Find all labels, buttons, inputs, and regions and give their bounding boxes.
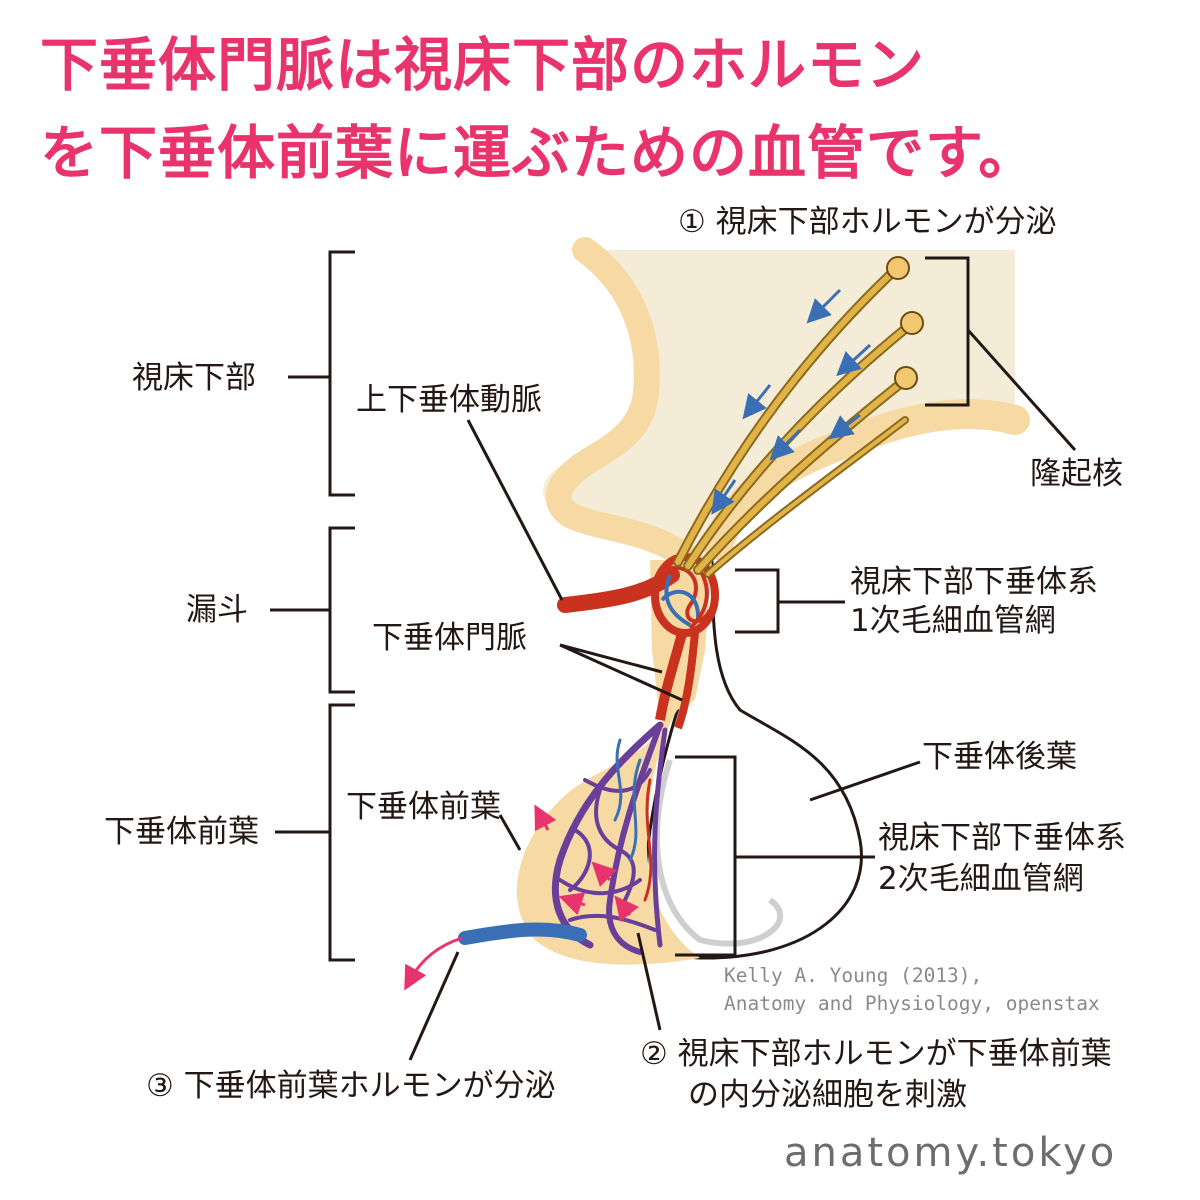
hormone-release-arrows	[534, 804, 639, 922]
primary-plexus-label-1: 視床下部下垂体系	[850, 564, 1098, 600]
site-watermark: anatomy.tokyo	[784, 1130, 1118, 1176]
primary-plexus-label-2: 1次毛細血管網	[850, 603, 1056, 639]
hypophyseal-vein	[458, 922, 587, 945]
infundibulum-label: 漏斗	[186, 592, 248, 628]
hypothalamus-outer-band	[545, 237, 703, 573]
portal-vein-2	[674, 631, 699, 730]
secondary-plexus-label-1: 視床下部下垂体系	[878, 820, 1126, 856]
credit-line-2: Anatomy and Physiology, openstax	[724, 992, 1100, 1015]
superior-artery-label: 上下垂体動脈	[356, 382, 542, 418]
step2-label-1: ② 視床下部ホルモンが下垂体前葉	[640, 1036, 1112, 1072]
tuberal-nucleus-label: 隆起核	[1030, 456, 1123, 492]
outflow-arrow	[404, 936, 463, 991]
hypothalamus-label: 視床下部	[132, 360, 256, 396]
neuron-axons	[673, 265, 915, 578]
step3-label: ③ 下垂体前葉ホルモンが分泌	[146, 1068, 556, 1104]
left-brackets	[270, 250, 355, 962]
superior-hypophyseal-artery	[557, 567, 680, 613]
anterior-lobe-inner-label: 下垂体前葉	[346, 789, 501, 825]
secondary-plexus-label-2: 2次毛細血管網	[878, 861, 1084, 897]
step2-label-2: の内分泌細胞を刺激	[688, 1077, 967, 1113]
step1-label: ① 視床下部ホルモンが分泌	[678, 204, 1057, 240]
posterior-lobe-label: 下垂体後葉	[922, 739, 1077, 775]
leader-lines	[408, 256, 1077, 1061]
anterior-lobe-label: 下垂体前葉	[104, 814, 259, 850]
portal-vein-label: 下垂体門脈	[372, 620, 527, 656]
title-line-2: を下垂体前葉に運ぶための血管です。	[40, 119, 1038, 187]
hypothalamus-lower-edge	[703, 399, 1030, 560]
axon-flow-arrows	[711, 288, 872, 515]
title-line-1: 下垂体門脈は視床下部のホルモン	[40, 31, 926, 99]
credit-line-1: Kelly A. Young (2013),	[724, 964, 983, 987]
neuron-cell-bodies	[886, 256, 924, 390]
credit-text: Kelly A. Young (2013), Anatomy and Physi…	[724, 962, 1100, 1018]
portal-vein-1	[655, 628, 688, 721]
